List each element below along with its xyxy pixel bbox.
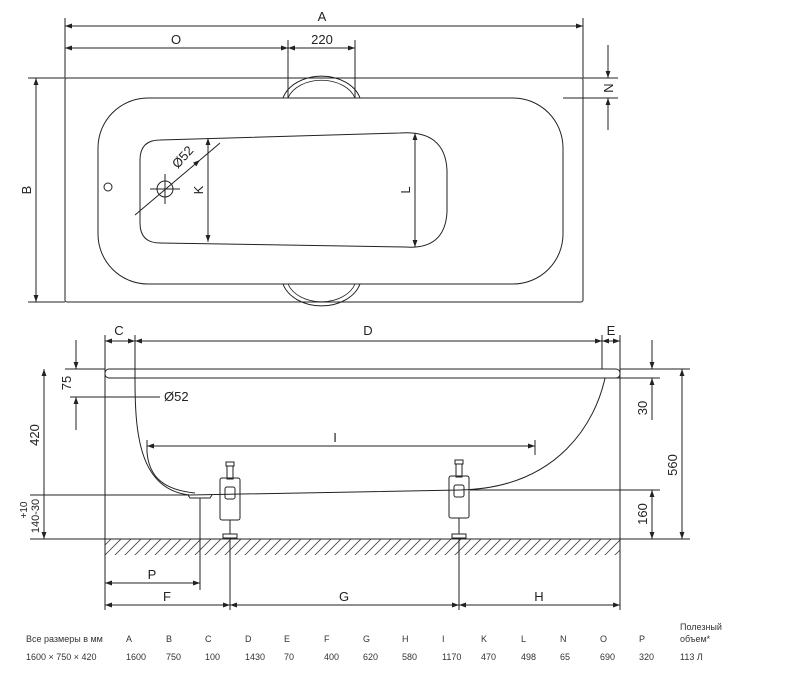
dim-label-140-30: 140-30 <box>30 499 42 533</box>
table-header-cell: G <box>363 634 371 644</box>
dim-label-E: E <box>607 323 616 338</box>
dim-label-75: 75 <box>59 376 74 390</box>
dim-label-side-diameter: Ø52 <box>164 389 189 404</box>
table-cell: 1430 <box>245 652 266 662</box>
table-cell-volume: 113 Л <box>680 652 703 662</box>
table-header-cell: P <box>639 634 646 644</box>
dim-label-G: G <box>339 589 349 604</box>
table-cell: 1600 × 750 × 420 <box>26 652 97 662</box>
overflow-hole <box>103 182 113 192</box>
tub-body-side <box>134 377 606 496</box>
table-header-cell: L <box>521 634 527 644</box>
handle-bottom <box>282 283 361 307</box>
table-cell: 65 <box>560 652 571 662</box>
table-cell: 470 <box>481 652 497 662</box>
table-volume-header-row: Полезный <box>26 622 766 634</box>
dim-label-F: F <box>163 589 171 604</box>
table-header-cell: B <box>166 634 173 644</box>
dim-label-H: H <box>534 589 543 604</box>
dim-label-D: D <box>363 323 372 338</box>
dim-label-C: C <box>114 323 123 338</box>
table-cell: 620 <box>363 652 379 662</box>
dim-label-B: B <box>19 186 34 195</box>
tub-bottom-area <box>139 132 448 248</box>
table-header-all-dims: Все размеры в мм <box>26 634 103 644</box>
dim-label-N: N <box>601 83 616 92</box>
table-header-cell: F <box>324 634 330 644</box>
dim-label-560: 560 <box>665 454 680 476</box>
table-header-cell: C <box>205 634 212 644</box>
table-cell: 498 <box>521 652 537 662</box>
tub-basin-top <box>97 97 564 285</box>
table-cell: 320 <box>639 652 655 662</box>
dim-label-O: O <box>171 32 181 47</box>
dim-label-L: L <box>398 186 413 193</box>
table-header-volume-line1: Полезный <box>680 622 722 632</box>
dim-label-30: 30 <box>635 401 650 415</box>
table-cell: 690 <box>600 652 616 662</box>
table-header-cell: O <box>600 634 608 644</box>
handle-top <box>282 75 361 99</box>
dim-label-420: 420 <box>27 424 42 446</box>
dim-label-P: P <box>148 567 157 582</box>
top-view <box>28 18 618 307</box>
table-header-cell: H <box>402 634 409 644</box>
tub-rim-side <box>104 368 621 379</box>
table-values-row: 1600 × 750 × 420 1600 750 100 1430 70 40… <box>26 652 766 666</box>
support-leg-right <box>448 459 470 539</box>
table-cell: 400 <box>324 652 340 662</box>
floor-hatch <box>105 539 620 555</box>
table-cell: 580 <box>402 652 418 662</box>
table-cell: 1170 <box>442 652 462 662</box>
dim-label-plus10: +10 <box>19 501 30 518</box>
tub-outline-top <box>64 77 584 303</box>
table-header-volume-line2: объем* <box>680 634 711 644</box>
dim-label-160: 160 <box>635 503 650 525</box>
table-header-cell: N <box>560 634 567 644</box>
table-cell: 750 <box>166 652 182 662</box>
dim-label-I: I <box>333 430 337 445</box>
table-header-cell: I <box>442 634 445 644</box>
table-header-cell: A <box>126 634 133 644</box>
table-header-row: Все размеры в мм A B C D E F G H I K L N… <box>26 634 766 648</box>
table-cell: 100 <box>205 652 221 662</box>
table-header-cell: E <box>284 634 291 644</box>
dim-label-A: A <box>318 9 327 24</box>
dim-label-220: 220 <box>311 32 333 47</box>
table-header-cell: D <box>245 634 252 644</box>
support-leg-left <box>219 461 241 539</box>
table-cell: 1600 <box>126 652 147 662</box>
dim-label-K: K <box>191 185 206 194</box>
table-cell: 70 <box>284 652 295 662</box>
side-view <box>30 335 690 610</box>
table-header-cell: K <box>481 634 488 644</box>
